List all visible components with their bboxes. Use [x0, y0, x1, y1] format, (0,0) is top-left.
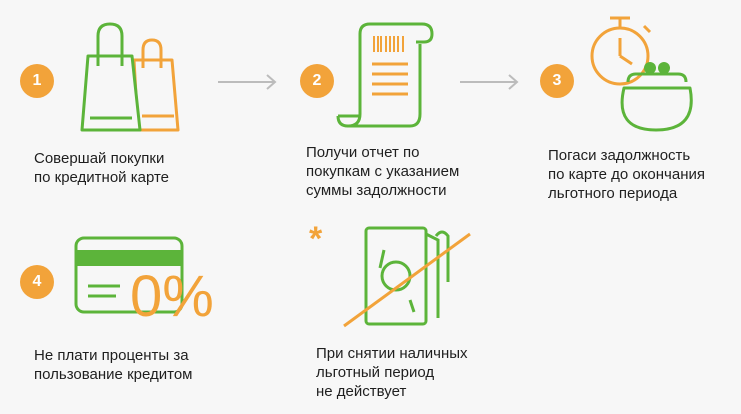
shopping-bags-icon: [80, 22, 180, 132]
step-3-line-2: по карте до окончания: [548, 166, 705, 183]
note-line-2: льготный период: [316, 364, 435, 381]
arrow-right-icon: [218, 74, 277, 90]
step-2-line-3: суммы задолжности: [306, 182, 447, 199]
step-3-line-3: льготного периода: [548, 185, 678, 202]
note-caption: При снятии наличных льготный период не д…: [316, 344, 468, 401]
note-line-1: При снятии наличных: [316, 345, 468, 362]
step-2-line-2: покупкам с указанием: [306, 163, 460, 180]
step-4-line-2: пользование кредитом: [34, 366, 193, 383]
alarm-clock-icon: [590, 16, 652, 86]
step-2-caption: Получи отчет по покупкам с указанием сум…: [306, 143, 459, 200]
asterisk-marker: *: [309, 220, 323, 258]
step-4-badge: 4: [20, 265, 54, 299]
credit-card-icon: [74, 236, 184, 314]
step-3-caption: Погаси задолжность по карте до окончания…: [548, 146, 705, 203]
note-line-3: не действует: [316, 383, 407, 400]
step-4-caption: Не плати проценты за пользование кредито…: [34, 346, 192, 384]
wallet-icon: [620, 62, 693, 132]
step-4-line-1: Не плати проценты за: [34, 347, 189, 364]
receipt-icon: [336, 22, 434, 128]
step-2-badge: 2: [300, 64, 334, 98]
cash-withdrawal-icon: [343, 226, 471, 328]
step-3-badge: 3: [540, 64, 574, 98]
step-3-line-1: Погаси задолжность: [548, 147, 691, 164]
step-1-caption: Совершай покупки по кредитной карте: [34, 149, 169, 187]
step-1-line-2: по кредитной карте: [34, 169, 170, 186]
step-1-badge: 1: [20, 64, 54, 98]
step-1-line-1: Совершай покупки: [34, 150, 165, 167]
zero-percent-label: 0%: [130, 264, 214, 329]
arrow-right-icon: [460, 74, 519, 90]
step-2-line-1: Получи отчет по: [306, 144, 420, 161]
